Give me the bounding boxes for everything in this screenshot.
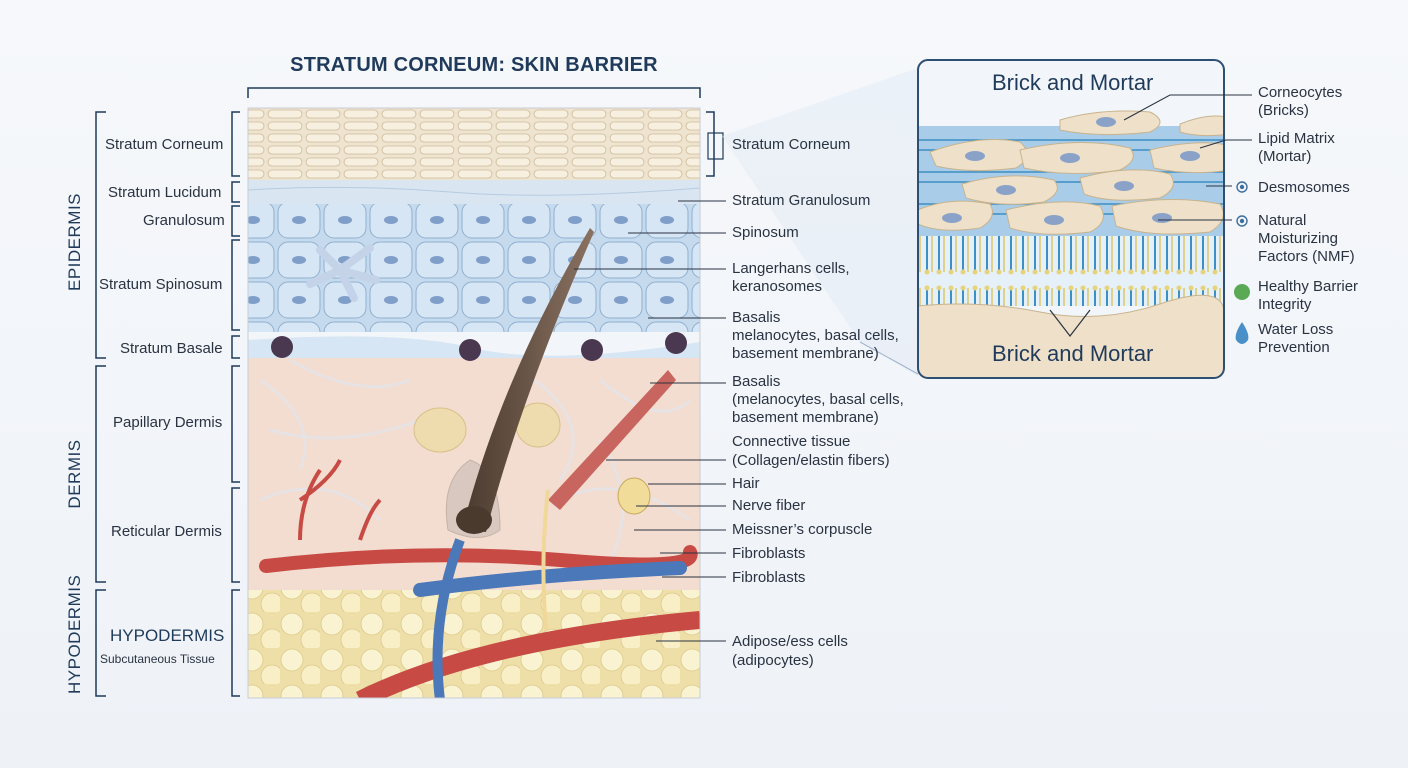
right-label-fibroblasts-2: Fibroblasts bbox=[732, 569, 806, 586]
right-label-adipose-1: Adipose/ess cells bbox=[732, 633, 848, 650]
left-label-stratum-corneum: Stratum Corneum bbox=[105, 136, 224, 153]
left-label-subcutaneous: Subcutaneous Tissue bbox=[100, 652, 215, 666]
right-label-langerhans-1: Langerhans cells, bbox=[732, 260, 850, 277]
lipid-bilayer bbox=[918, 236, 1224, 306]
healthy-barrier-icon bbox=[1234, 284, 1250, 300]
spinosum-layer bbox=[248, 204, 700, 332]
right-leaders bbox=[574, 200, 726, 642]
brick-mortar-inset bbox=[918, 60, 1224, 378]
right-label-basalis-b-2: (melanocytes, basal cells, bbox=[732, 391, 904, 408]
legend-corneocytes-1: Corneocytes bbox=[1258, 84, 1343, 101]
left-label-reticular-dermis: Reticular Dermis bbox=[111, 523, 222, 540]
left-label-granulosum: Granulosum bbox=[143, 212, 225, 229]
meissner-corpuscle bbox=[617, 477, 651, 515]
inset-title-top: Brick and Mortar bbox=[992, 70, 1154, 95]
legend-desmosomes: Desmosomes bbox=[1258, 179, 1350, 196]
arrector-pili-muscle bbox=[548, 370, 676, 510]
right-label-connective-1: Connective tissue bbox=[732, 433, 851, 450]
water-drop-icon bbox=[1235, 322, 1249, 344]
right-label-langerhans-2: keranosomes bbox=[732, 278, 823, 295]
top-bracket bbox=[247, 87, 701, 98]
hypodermis-layer bbox=[248, 590, 700, 698]
left-brackets bbox=[95, 111, 240, 697]
hair-shaft bbox=[462, 228, 594, 532]
right-label-meissner: Meissner’s corpuscle bbox=[732, 521, 873, 538]
stratum-corneum-layer bbox=[248, 108, 700, 180]
right-label-connective-2: (Collagen/elastin fibers) bbox=[732, 452, 890, 469]
legend-lipid-2: (Mortar) bbox=[1258, 148, 1312, 165]
right-label-basalis-b-1: Basalis bbox=[732, 373, 781, 390]
legend-lipid-1: Lipid Matrix bbox=[1258, 130, 1335, 147]
right-label-fibroblasts-1: Fibroblasts bbox=[732, 545, 806, 562]
legend-barrier-2: Integrity bbox=[1258, 296, 1312, 313]
inset-title-bottom: Brick and Mortar bbox=[992, 341, 1154, 366]
right-label-nerve-fiber: Nerve fiber bbox=[732, 497, 806, 514]
right-label-hair: Hair bbox=[732, 475, 760, 492]
left-label-stratum-spinosum: Stratum Spinosum bbox=[99, 276, 223, 293]
right-label-basalis-a-1: Basalis bbox=[732, 309, 781, 326]
left-label-stratum-basale: Stratum Basale bbox=[120, 340, 223, 357]
legend-nmf-2: Moisturizing bbox=[1258, 230, 1339, 247]
legend-nmf-1: Natural bbox=[1258, 212, 1307, 229]
diagram-title: STRATUM CORNEUM: SKIN BARRIER bbox=[290, 54, 658, 76]
legend-corneocytes-2: (Bricks) bbox=[1258, 102, 1309, 119]
right-label-stratum-corneum: Stratum Corneum bbox=[732, 136, 851, 153]
nerve-fiber bbox=[541, 489, 550, 631]
right-label-basalis-a-2: melanocytes, basal cells, bbox=[732, 327, 899, 344]
region-dermis: DERMIS bbox=[65, 439, 84, 509]
left-label-papillary-dermis: Papillary Dermis bbox=[113, 414, 223, 431]
right-label-basalis-a-3: basement membrane) bbox=[732, 345, 879, 362]
region-hypodermis: HYPODERMIS bbox=[65, 574, 84, 694]
legend-nmf-3: Factors (NMF) bbox=[1258, 248, 1355, 265]
left-label-hypodermis: HYPODERMIS bbox=[110, 626, 225, 645]
legend-water-2: Prevention bbox=[1258, 339, 1330, 356]
nmf-icon bbox=[1236, 215, 1248, 227]
desmosome-icon bbox=[1236, 181, 1248, 193]
melanocytes bbox=[271, 332, 687, 361]
stratum-lucidum-layer bbox=[248, 180, 700, 204]
deep-artery bbox=[355, 611, 700, 698]
langerhans-cell bbox=[306, 244, 380, 302]
right-label-adipose-2: (adipocytes) bbox=[732, 652, 814, 669]
region-epidermis: EPIDERMIS bbox=[65, 192, 84, 291]
sebaceous-gland-left bbox=[413, 407, 467, 453]
right-label-spinosum: Spinosum bbox=[732, 224, 799, 241]
inset-frame bbox=[917, 59, 1225, 379]
right-label-stratum-granulosum: Stratum Granulosum bbox=[732, 192, 871, 209]
legend-water-1: Water Loss bbox=[1258, 321, 1334, 338]
right-label-basalis-b-3: basement membrane) bbox=[732, 409, 879, 426]
left-label-stratum-lucidum: Stratum Lucidum bbox=[108, 184, 222, 201]
legend-barrier-1: Healthy Barrier bbox=[1258, 278, 1359, 295]
